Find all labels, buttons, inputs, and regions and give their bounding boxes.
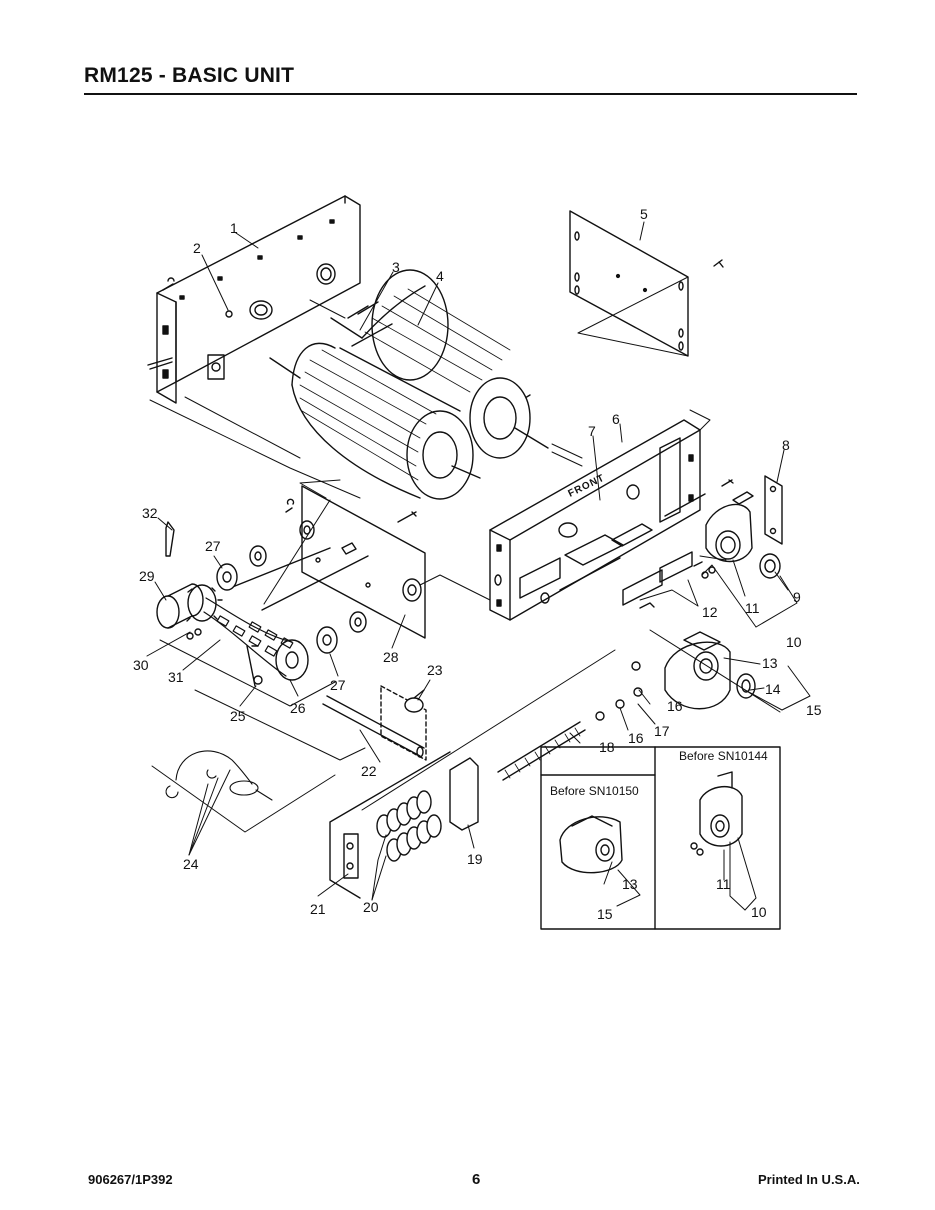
inset-title: Before SN10144 (679, 749, 768, 763)
callout: 27 (330, 677, 346, 693)
callout: 30 (133, 657, 149, 673)
inset-boxes (540, 746, 781, 930)
callout: 2 (193, 240, 201, 256)
callout: 1 (230, 220, 238, 236)
rollers (269, 269, 583, 500)
callout: 9 (793, 589, 801, 605)
callout: 32 (142, 505, 158, 521)
callout: 26 (290, 700, 306, 716)
callout-labels: 1 2 3 4 5 6 7 8 9 10 11 12 13 14 15 16 1… (133, 206, 822, 917)
bracket-12 (622, 551, 693, 609)
callout: 29 (139, 568, 155, 584)
callout: 7 (588, 423, 596, 439)
callout: 12 (702, 604, 718, 620)
callout: 25 (230, 708, 246, 724)
frame-6 (489, 419, 706, 621)
callout: 3 (392, 259, 400, 275)
callout: 11 (745, 600, 760, 616)
callout: 8 (782, 437, 790, 453)
callout: 13 (622, 876, 638, 892)
rod-22 (322, 685, 427, 761)
callout: 19 (467, 851, 483, 867)
callout: 17 (654, 723, 670, 739)
callout: 14 (765, 681, 781, 697)
spring-assembly (329, 751, 479, 899)
callout: 23 (427, 662, 443, 678)
callout: 18 (599, 739, 615, 755)
page-title: RM125 - BASIC UNIT (84, 64, 295, 87)
plate-28 (229, 485, 426, 639)
page-number: 6 (472, 1171, 481, 1188)
callout: 21 (310, 901, 326, 917)
callout: 15 (597, 906, 613, 922)
drive-chain (156, 521, 367, 687)
reference-lines (149, 276, 781, 833)
inset-title: Before SN10150 (550, 784, 639, 798)
callout: 10 (751, 904, 767, 920)
callout: 24 (183, 856, 199, 872)
bearing-assembly-8 (693, 475, 783, 579)
bearing-13 (595, 631, 756, 721)
document-number: 906267/1P392 (88, 1172, 173, 1187)
callout: 20 (363, 899, 379, 915)
callout: 5 (640, 206, 648, 222)
callout: 31 (168, 669, 184, 685)
callout: 11 (716, 876, 731, 892)
plate-5 (569, 210, 724, 357)
callout: 10 (786, 634, 802, 650)
callout: 27 (205, 538, 221, 554)
callout: 28 (383, 649, 399, 665)
callout: 16 (667, 698, 683, 714)
callout: 4 (436, 268, 444, 284)
callout: 22 (361, 763, 377, 779)
callout: 15 (806, 702, 822, 718)
callout: 6 (612, 411, 620, 427)
side-plate-top (147, 195, 361, 404)
leader-lines (146, 221, 811, 911)
inset-labels: Before SN10150 Before SN10144 13 15 11 1… (550, 749, 768, 922)
callout: 16 (628, 730, 644, 746)
cable-24 (165, 750, 273, 801)
callout: 13 (762, 655, 778, 671)
printed-notice: Printed In U.S.A. (758, 1172, 860, 1187)
title-rule (84, 93, 857, 95)
threaded-rod-18 (497, 721, 586, 781)
